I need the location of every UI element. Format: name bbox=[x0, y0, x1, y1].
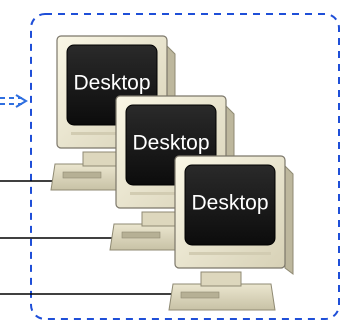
desktop-computer-2: Desktop bbox=[109, 95, 235, 251]
desktop-label-3: Desktop bbox=[191, 192, 268, 215]
desktop-label-1: Desktop bbox=[73, 72, 150, 95]
desktop-computer-1: Desktop bbox=[50, 35, 176, 191]
desktop-label-2: Desktop bbox=[132, 132, 209, 155]
incoming-dashed-arrow bbox=[0, 94, 28, 108]
group-boundary bbox=[30, 13, 340, 320]
desktop-computer-3: Desktop bbox=[168, 155, 294, 311]
